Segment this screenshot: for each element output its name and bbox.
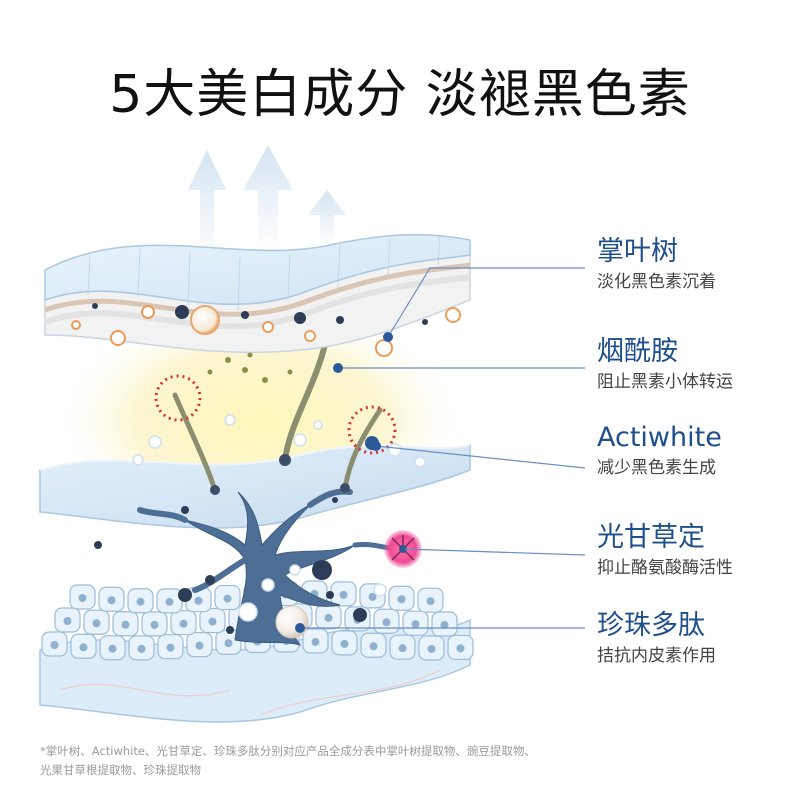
cell-nucleus [50, 641, 59, 649]
cell-nucleus [311, 637, 320, 646]
ingredient-label-niacinamide: 烟酰胺 阻止黑素小体转运 [597, 336, 733, 394]
cell-nucleus [427, 644, 436, 653]
ingredient-label-pearl-peptide: 珍珠多肽 拮抗内皮素作用 [597, 610, 716, 668]
footnote-line: *掌叶树、Actiwhite、光甘草定、珍珠多肽分别对应产品全成分表中掌叶树提取… [40, 744, 536, 758]
cell-nucleus [339, 590, 348, 599]
leader-lines [300, 267, 586, 629]
ingredient-title: Actiwhite [597, 422, 722, 453]
cell-nucleus [137, 644, 146, 653]
page-title: 5大美白成分 淡褪黑色素 [109, 65, 691, 125]
stratum-corneum-layer [44, 233, 471, 354]
melanin-particles-top [71, 303, 461, 357]
cell-nucleus [369, 642, 378, 651]
cell-nucleus [324, 613, 333, 622]
cell-nucleus [223, 594, 232, 603]
cell-nucleus [92, 619, 101, 628]
cell-nucleus [456, 644, 465, 653]
cell-nucleus [208, 617, 217, 626]
footnote: *掌叶树、Actiwhite、光甘草定、珍珠多肽分别对应产品全成分表中掌叶树提取… [40, 742, 760, 780]
cell-nucleus [368, 592, 377, 601]
epidermis-layer [39, 444, 471, 529]
cell-nucleus [165, 597, 174, 606]
cell-nucleus [179, 619, 188, 628]
cell-nucleus [411, 620, 420, 629]
ingredient-label-actiwhite: Actiwhite 减少黑色素生成 [597, 422, 722, 480]
ingredient-title: 珍珠多肽 [597, 610, 705, 641]
ingredient-desc: 阻止黑素小体转运 [597, 372, 733, 392]
ingredient-title: 烟酰胺 [597, 336, 678, 367]
cell-nucleus [426, 597, 435, 606]
ingredient-desc: 减少黑色素生成 [597, 458, 716, 478]
cell-nucleus [107, 596, 116, 605]
footnote-line: 光果甘草根提取物、珍珠提取物 [40, 763, 201, 777]
rising-arrows [188, 145, 346, 265]
cell-nucleus [194, 596, 203, 605]
cell-nucleus [166, 643, 175, 652]
ingredient-desc: 抑止酪氨酸酶活性 [597, 558, 733, 578]
cell-nucleus [63, 617, 72, 625]
cell-nucleus [78, 594, 87, 602]
ingredient-title: 光甘草定 [597, 522, 705, 553]
cell-nucleus [79, 643, 88, 652]
ingredient-title: 掌叶树 [597, 236, 678, 267]
ingredient-label-glabridin: 光甘草定 抑止酪氨酸酶活性 [597, 522, 733, 580]
ingredient-desc: 拮抗内皮素作用 [597, 646, 716, 666]
cell-nucleus [382, 618, 391, 627]
cell-nucleus [195, 641, 204, 650]
cell-nucleus [340, 639, 349, 648]
ingredient-label-palmaria: 掌叶树 淡化黑色素沉着 [597, 236, 716, 294]
cell-nucleus [224, 639, 233, 648]
ingredient-desc: 淡化黑色素沉着 [597, 272, 716, 292]
cell-nucleus [398, 644, 407, 653]
cell-nucleus [150, 620, 159, 629]
melanin-particles-lower [178, 560, 387, 639]
cell-nucleus [397, 595, 406, 604]
cell-nucleus [108, 644, 117, 653]
cell-nucleus [121, 620, 130, 629]
cell-nucleus [136, 597, 145, 606]
tyrosinase-enzyme [384, 530, 422, 568]
cell-nucleus [440, 620, 449, 629]
melanin-rings [154, 374, 397, 455]
leader-endpoints [295, 332, 393, 633]
